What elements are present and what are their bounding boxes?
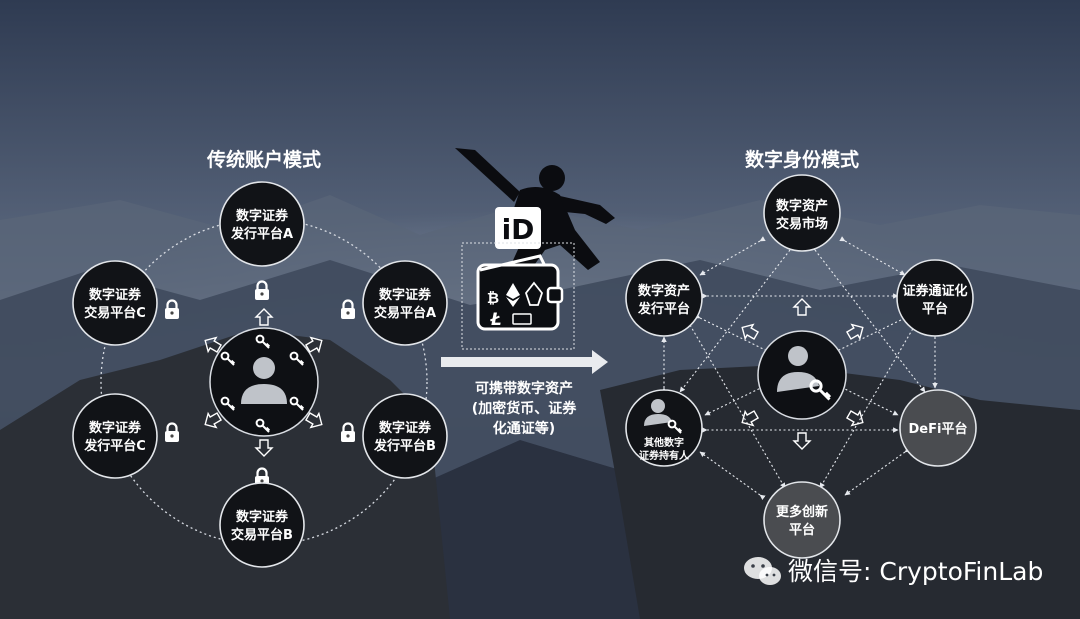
right-node-bottom: 更多创新 平台 <box>763 481 841 559</box>
eos-icon <box>524 281 544 306</box>
left-node-left-top: 数字证券 交易平台C <box>72 260 158 346</box>
watermark-text: 微信号: CryptoFinLab <box>788 557 1043 586</box>
user-icon <box>651 399 665 413</box>
svg-text:交易市场: 交易市场 <box>776 216 828 232</box>
svg-text:数字证券: 数字证券 <box>379 420 432 436</box>
wallet-frame <box>461 242 575 350</box>
svg-text:数字证券: 数字证券 <box>379 287 432 303</box>
identity-model: 数字身份模式 <box>625 148 977 559</box>
svg-text:交易平台C: 交易平台C <box>84 305 146 321</box>
left-title: 传统账户模式 <box>206 148 321 171</box>
svg-text:交易平台B: 交易平台B <box>231 527 293 543</box>
svg-text:发行平台: 发行平台 <box>637 301 690 317</box>
wallet-icon: ₿ Ł <box>476 254 564 331</box>
svg-text:DeFi平台: DeFi平台 <box>909 421 968 437</box>
left-node-left-bottom: 数字证券 发行平台C <box>72 393 158 479</box>
caption-line-1: 可携带数字资产 <box>475 380 573 397</box>
svg-text:数字证券: 数字证券 <box>89 420 142 436</box>
left-node-top: 数字证券 发行平台A <box>219 181 305 267</box>
ethereum-icon <box>506 283 520 307</box>
svg-text:其他数字: 其他数字 <box>644 436 684 449</box>
svg-text:证券持有人: 证券持有人 <box>639 449 690 462</box>
svg-text:数字证券: 数字证券 <box>236 509 289 525</box>
svg-text:交易平台A: 交易平台A <box>374 305 436 321</box>
svg-text:数字资产: 数字资产 <box>776 198 828 214</box>
left-node-right-bottom: 数字证券 发行平台B <box>362 393 448 479</box>
traditional-model: 传统账户模式 <box>72 148 448 568</box>
right-node-left-bottom: 其他数字 证券持有人 <box>625 389 703 467</box>
user-icon <box>788 346 808 366</box>
right-center-user <box>757 330 847 420</box>
id-badge-label: iD <box>502 213 535 246</box>
left-node-right-top: 数字证券 交易平台A <box>362 260 448 346</box>
svg-text:更多创新: 更多创新 <box>776 504 828 520</box>
key-icon <box>667 419 683 434</box>
caption-line-3: 化通证等) <box>493 420 555 437</box>
watermark: 微信号: CryptoFinLab <box>744 557 1043 586</box>
mesh-links <box>661 236 938 501</box>
svg-text:数字证券: 数字证券 <box>236 208 289 224</box>
user-icon <box>253 357 275 379</box>
right-node-right-bottom: DeFi平台 <box>899 389 977 467</box>
wechat-icon <box>744 557 781 585</box>
left-node-bottom: 数字证券 交易平台B <box>219 482 305 568</box>
right-node-right-top: 证券通证化 平台 <box>896 259 974 337</box>
svg-text:平台: 平台 <box>922 301 948 317</box>
flow-arrow <box>441 350 608 374</box>
svg-text:发行平台B: 发行平台B <box>373 438 436 454</box>
litecoin-icon: Ł <box>489 310 501 330</box>
svg-text:平台: 平台 <box>789 522 815 538</box>
banknote-icon <box>512 313 532 325</box>
right-node-left-top: 数字资产 发行平台 <box>625 259 703 337</box>
key-icon <box>809 379 832 401</box>
svg-text:证券通证化: 证券通证化 <box>902 283 967 299</box>
svg-text:发行平台C: 发行平台C <box>83 438 146 454</box>
portable-wallet: iD ₿ Ł 可携带数字资产 (加密货币、证券 化通证等) <box>441 207 608 437</box>
id-badge <box>495 207 541 249</box>
svg-text:数字资产: 数字资产 <box>638 283 690 299</box>
svg-text:数字证券: 数字证券 <box>89 287 142 303</box>
caption-line-2: (加密货币、证券 <box>472 400 577 417</box>
svg-text:发行平台A: 发行平台A <box>230 226 293 242</box>
right-node-top: 数字资产 交易市场 <box>763 174 841 252</box>
bitcoin-icon: ₿ <box>487 289 499 307</box>
right-title: 数字身份模式 <box>745 148 859 171</box>
